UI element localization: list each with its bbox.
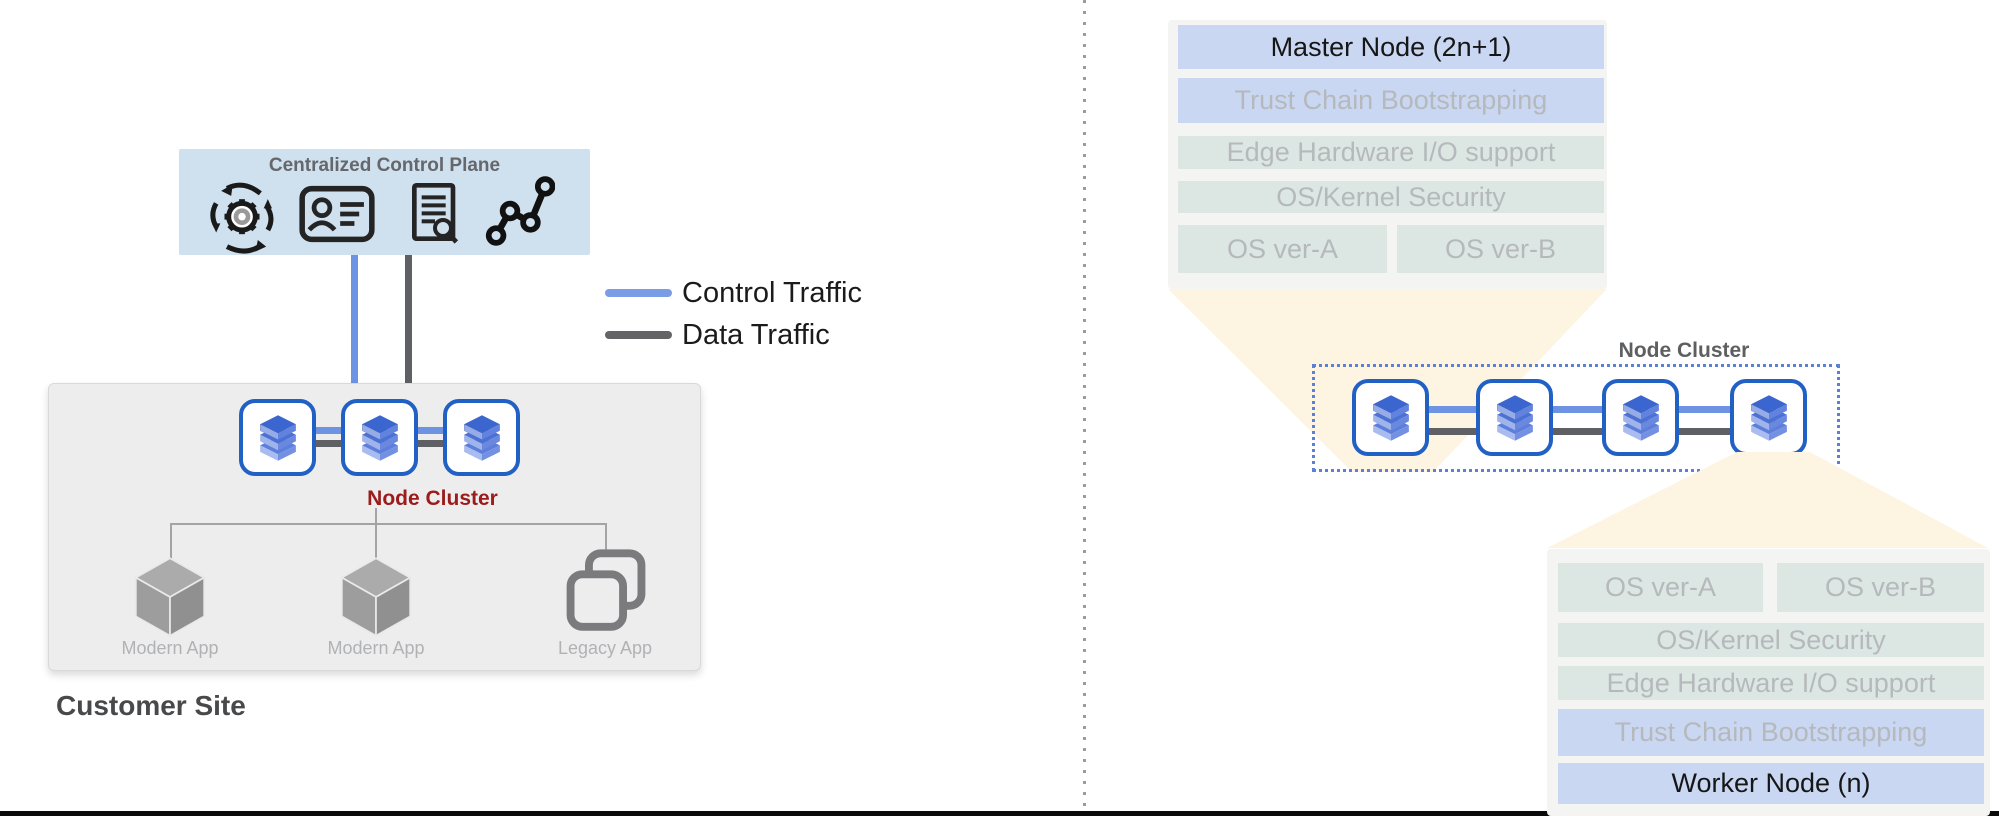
node-cluster-label-right: Node Cluster xyxy=(1618,339,1750,362)
node-cluster-label-left: Node Cluster xyxy=(367,487,498,510)
cluster-control-link xyxy=(1390,406,1770,413)
cluster-node xyxy=(341,399,418,476)
stacked-layers-icon xyxy=(1496,394,1533,441)
stacked-layers-icon xyxy=(361,414,398,461)
control-traffic-line xyxy=(351,255,358,384)
bottom-edge-bar xyxy=(0,811,1999,816)
control-plane-box: Centralized Control Plane xyxy=(179,149,590,255)
stack-row-worker-node: Worker Node (n) xyxy=(1558,763,1984,804)
control-plane-title: Centralized Control Plane xyxy=(268,155,501,176)
cluster-node xyxy=(1352,379,1429,456)
cluster-node xyxy=(1602,379,1679,456)
stacked-layers-icon xyxy=(463,414,500,461)
cube-icon xyxy=(340,557,412,637)
stack-row-edge-hw: Edge Hardware I/O support xyxy=(1178,136,1604,169)
legend-control-label: Control Traffic xyxy=(682,277,862,309)
data-traffic-line xyxy=(405,255,412,384)
cluster-node xyxy=(443,399,520,476)
worker-node-stack: OS ver-A OS ver-B OS/Kernel Security Edg… xyxy=(1547,549,1990,816)
id-card-icon xyxy=(299,185,375,243)
document-audit-icon xyxy=(412,183,459,244)
stack-row-os-kernel: OS/Kernel Security xyxy=(1558,623,1984,657)
master-node-stack: Master Node (2n+1) Trust Chain Bootstrap… xyxy=(1168,20,1607,289)
legend-data-label: Data Traffic xyxy=(682,319,830,351)
cluster-data-link xyxy=(1390,428,1770,435)
stack-row-trust-chain: Trust Chain Bootstrapping xyxy=(1178,78,1604,123)
legend-control-swatch xyxy=(605,289,672,297)
stacked-layers-icon xyxy=(1372,394,1409,441)
cluster-node xyxy=(239,399,316,476)
stacked-layers-icon xyxy=(1622,394,1659,441)
app-label: Modern App xyxy=(121,638,219,658)
stack-row-os-kernel: OS/Kernel Security xyxy=(1178,181,1604,213)
tree-branch-line xyxy=(170,523,607,525)
legend-data-swatch xyxy=(605,331,672,339)
sync-gear-icon xyxy=(210,182,274,254)
vertical-dotted-divider xyxy=(1083,0,1086,816)
cube-icon xyxy=(134,557,206,637)
stack-cell-os-ver-a: OS ver-A xyxy=(1178,225,1387,273)
cluster-node xyxy=(1476,379,1553,456)
overlapping-squares-icon xyxy=(564,546,648,634)
stack-cell-os-ver-b: OS ver-B xyxy=(1397,225,1604,273)
stack-cell-os-ver-a: OS ver-A xyxy=(1558,563,1763,612)
network-graph-icon xyxy=(485,176,555,246)
app-label: Legacy App xyxy=(557,638,653,658)
stack-row-edge-hw: Edge Hardware I/O support xyxy=(1558,666,1984,700)
tree-drop-line xyxy=(375,523,377,559)
tree-trunk-line xyxy=(375,508,377,523)
cluster-node xyxy=(1730,379,1807,456)
customer-site-label: Customer Site xyxy=(56,690,246,721)
stacked-layers-icon xyxy=(1750,394,1787,441)
tree-drop-line xyxy=(170,523,172,559)
stack-row-trust-chain: Trust Chain Bootstrapping xyxy=(1558,709,1984,756)
stack-row-master-node: Master Node (2n+1) xyxy=(1178,25,1604,69)
app-label: Modern App xyxy=(327,638,425,658)
stacked-layers-icon xyxy=(259,414,296,461)
stack-cell-os-ver-b: OS ver-B xyxy=(1777,563,1984,612)
tree-drop-line xyxy=(605,523,607,551)
